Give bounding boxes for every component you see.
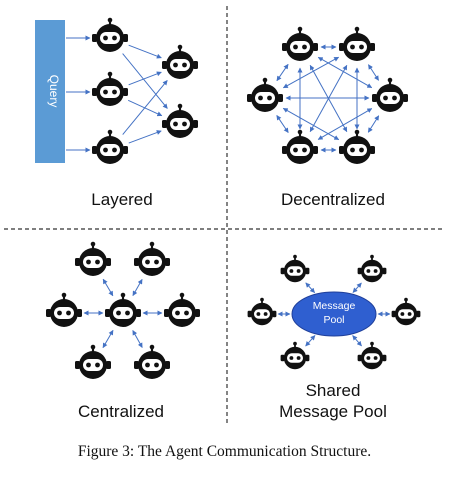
robot-head-icon	[132, 240, 172, 278]
robot-head-icon	[73, 343, 113, 381]
decentralized-panel: Decentralized	[245, 25, 410, 209]
robot-head-icon	[44, 291, 84, 329]
robot-head-icon	[356, 253, 388, 284]
mesh-arrow	[276, 115, 289, 133]
mesh-arrow	[367, 115, 380, 133]
pool-label-line2: Pool	[323, 314, 344, 326]
mesh-arrow	[282, 107, 340, 141]
robot-head-icon	[280, 25, 320, 63]
pool-arrow	[352, 335, 362, 347]
query-label: Query	[47, 75, 61, 108]
robot-head-icon	[132, 343, 172, 381]
robot-head-icon	[337, 128, 377, 166]
hub-arrow	[102, 278, 114, 297]
robot-head-icon	[90, 16, 130, 54]
robot-head-icon	[103, 291, 143, 329]
mesh-arrow	[282, 56, 340, 89]
layered-arrows	[66, 35, 168, 153]
robot-head-icon	[160, 102, 200, 140]
robot-head-icon	[90, 128, 130, 166]
robot-head-icon	[160, 43, 200, 81]
layer-arrow	[128, 130, 162, 144]
hub-arrow	[102, 329, 114, 349]
decentralized-arrows	[276, 44, 380, 153]
robot-head-icon	[390, 296, 422, 327]
figure-caption: Figure 3: The Agent Communication Struct…	[77, 443, 372, 460]
hub-arrow	[132, 278, 143, 297]
centralized-label: Centralized	[78, 402, 164, 421]
layered-panel: Query Layered	[35, 16, 200, 209]
mesh-arrow	[276, 63, 289, 82]
shared-label-line1: Shared	[306, 381, 361, 400]
mesh-arrow	[367, 64, 380, 81]
robot-head-icon	[280, 128, 320, 166]
centralized-arrows	[83, 278, 163, 349]
robot-head-icon	[90, 70, 130, 108]
communication-structures-figure: Query Layered Decentralized Centralized	[4, 6, 445, 426]
robot-head-icon	[73, 240, 113, 278]
robot-head-icon	[246, 296, 278, 327]
query-box	[35, 20, 65, 163]
shared-pool-arrows	[277, 282, 391, 347]
robot-head-icon	[279, 340, 311, 371]
robot-head-icon	[356, 340, 388, 371]
robot-head-icon	[370, 76, 410, 114]
centralized-panel: Centralized	[44, 240, 202, 421]
pool-arrow	[305, 282, 316, 294]
mesh-arrow	[317, 56, 373, 89]
layer-arrow	[128, 44, 162, 59]
pool-label-line1: Message	[313, 300, 356, 312]
robot-head-icon	[245, 76, 285, 114]
robot-head-icon	[279, 253, 311, 284]
layered-label: Layered	[91, 190, 152, 209]
message-pool	[291, 291, 377, 337]
shared-pool-panel: Message Pool Shared Message Pool	[246, 253, 422, 421]
layer-arrow	[122, 80, 168, 135]
layer-arrow	[128, 71, 162, 86]
layer-arrow	[122, 53, 168, 109]
mesh-arrow	[317, 108, 373, 140]
pool-arrow	[305, 335, 316, 347]
shared-label-line2: Message Pool	[279, 402, 387, 421]
robot-head-icon	[337, 25, 377, 63]
hub-arrow	[132, 330, 143, 348]
pool-arrow	[352, 282, 362, 293]
robot-head-icon	[162, 291, 202, 329]
decentralized-label: Decentralized	[281, 190, 385, 209]
